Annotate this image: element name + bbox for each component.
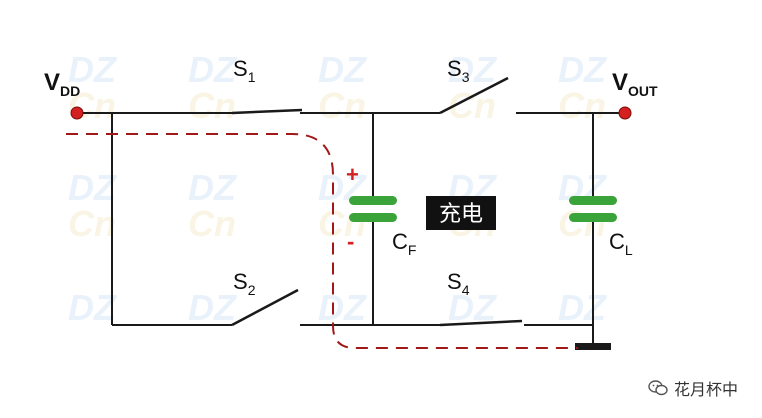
capacitor-cl [569,196,617,222]
watermark-dz: DZ [558,49,608,90]
watermark-cn: Cn [68,203,116,244]
watermark-dz: DZ [188,49,238,90]
watermark-dz: DZ [448,287,498,328]
watermark-dz: DZ [318,287,368,328]
watermark-dz: DZ [558,287,608,328]
cl-label: CL [609,229,633,258]
s2-label: S2 [233,269,256,298]
ground-symbol [575,343,611,350]
cl-bottom-plate [569,213,617,222]
vdd-terminal [70,106,84,120]
wires [78,112,624,343]
footer-label: 花月杯中 [673,380,738,399]
watermark-dz: DZ [448,49,498,90]
vout-label: VOUT [612,69,658,99]
switches [231,76,523,327]
watermark-cn: Cn [558,85,606,126]
charge-current-path [66,133,578,349]
watermark-cn: Cn [558,203,606,244]
charge-label: 充电 [439,202,483,227]
watermark-cn: Cn [318,203,366,244]
watermark-cn: Cn [188,85,236,126]
watermark-cn: Cn [188,203,236,244]
s4-label: S4 [447,269,470,298]
switch-s1 [231,108,303,115]
capacitor-cf [349,196,397,222]
diagram-panel [28,52,684,364]
watermark-dz: DZ [68,49,118,90]
watermark-dz: DZ [68,287,118,328]
cf-top-plate [349,196,397,205]
cf-label: CF [392,229,416,258]
watermark-dz: DZ [68,167,118,208]
watermark-dz: DZ [188,287,238,328]
cf-plus-sign: + [346,162,359,187]
footer-attribution: 花月杯中 [648,376,738,400]
watermark-cn: Cn [318,85,366,126]
cl-top-plate [569,196,617,205]
wechat-icon [648,380,668,396]
vdd-label: VDD [44,69,80,99]
cf-minus-sign: - [347,229,354,254]
switch-s3 [439,76,509,115]
s3-label: S3 [447,56,470,85]
watermark-dz: DZ [188,167,238,208]
vout-terminal [618,106,632,120]
s1-label: S1 [233,56,256,85]
switch-s4 [439,319,523,327]
switch-s2 [231,288,299,327]
charge-label-box [426,196,496,230]
cf-bottom-plate [349,213,397,222]
watermark-dz: DZ [318,49,368,90]
